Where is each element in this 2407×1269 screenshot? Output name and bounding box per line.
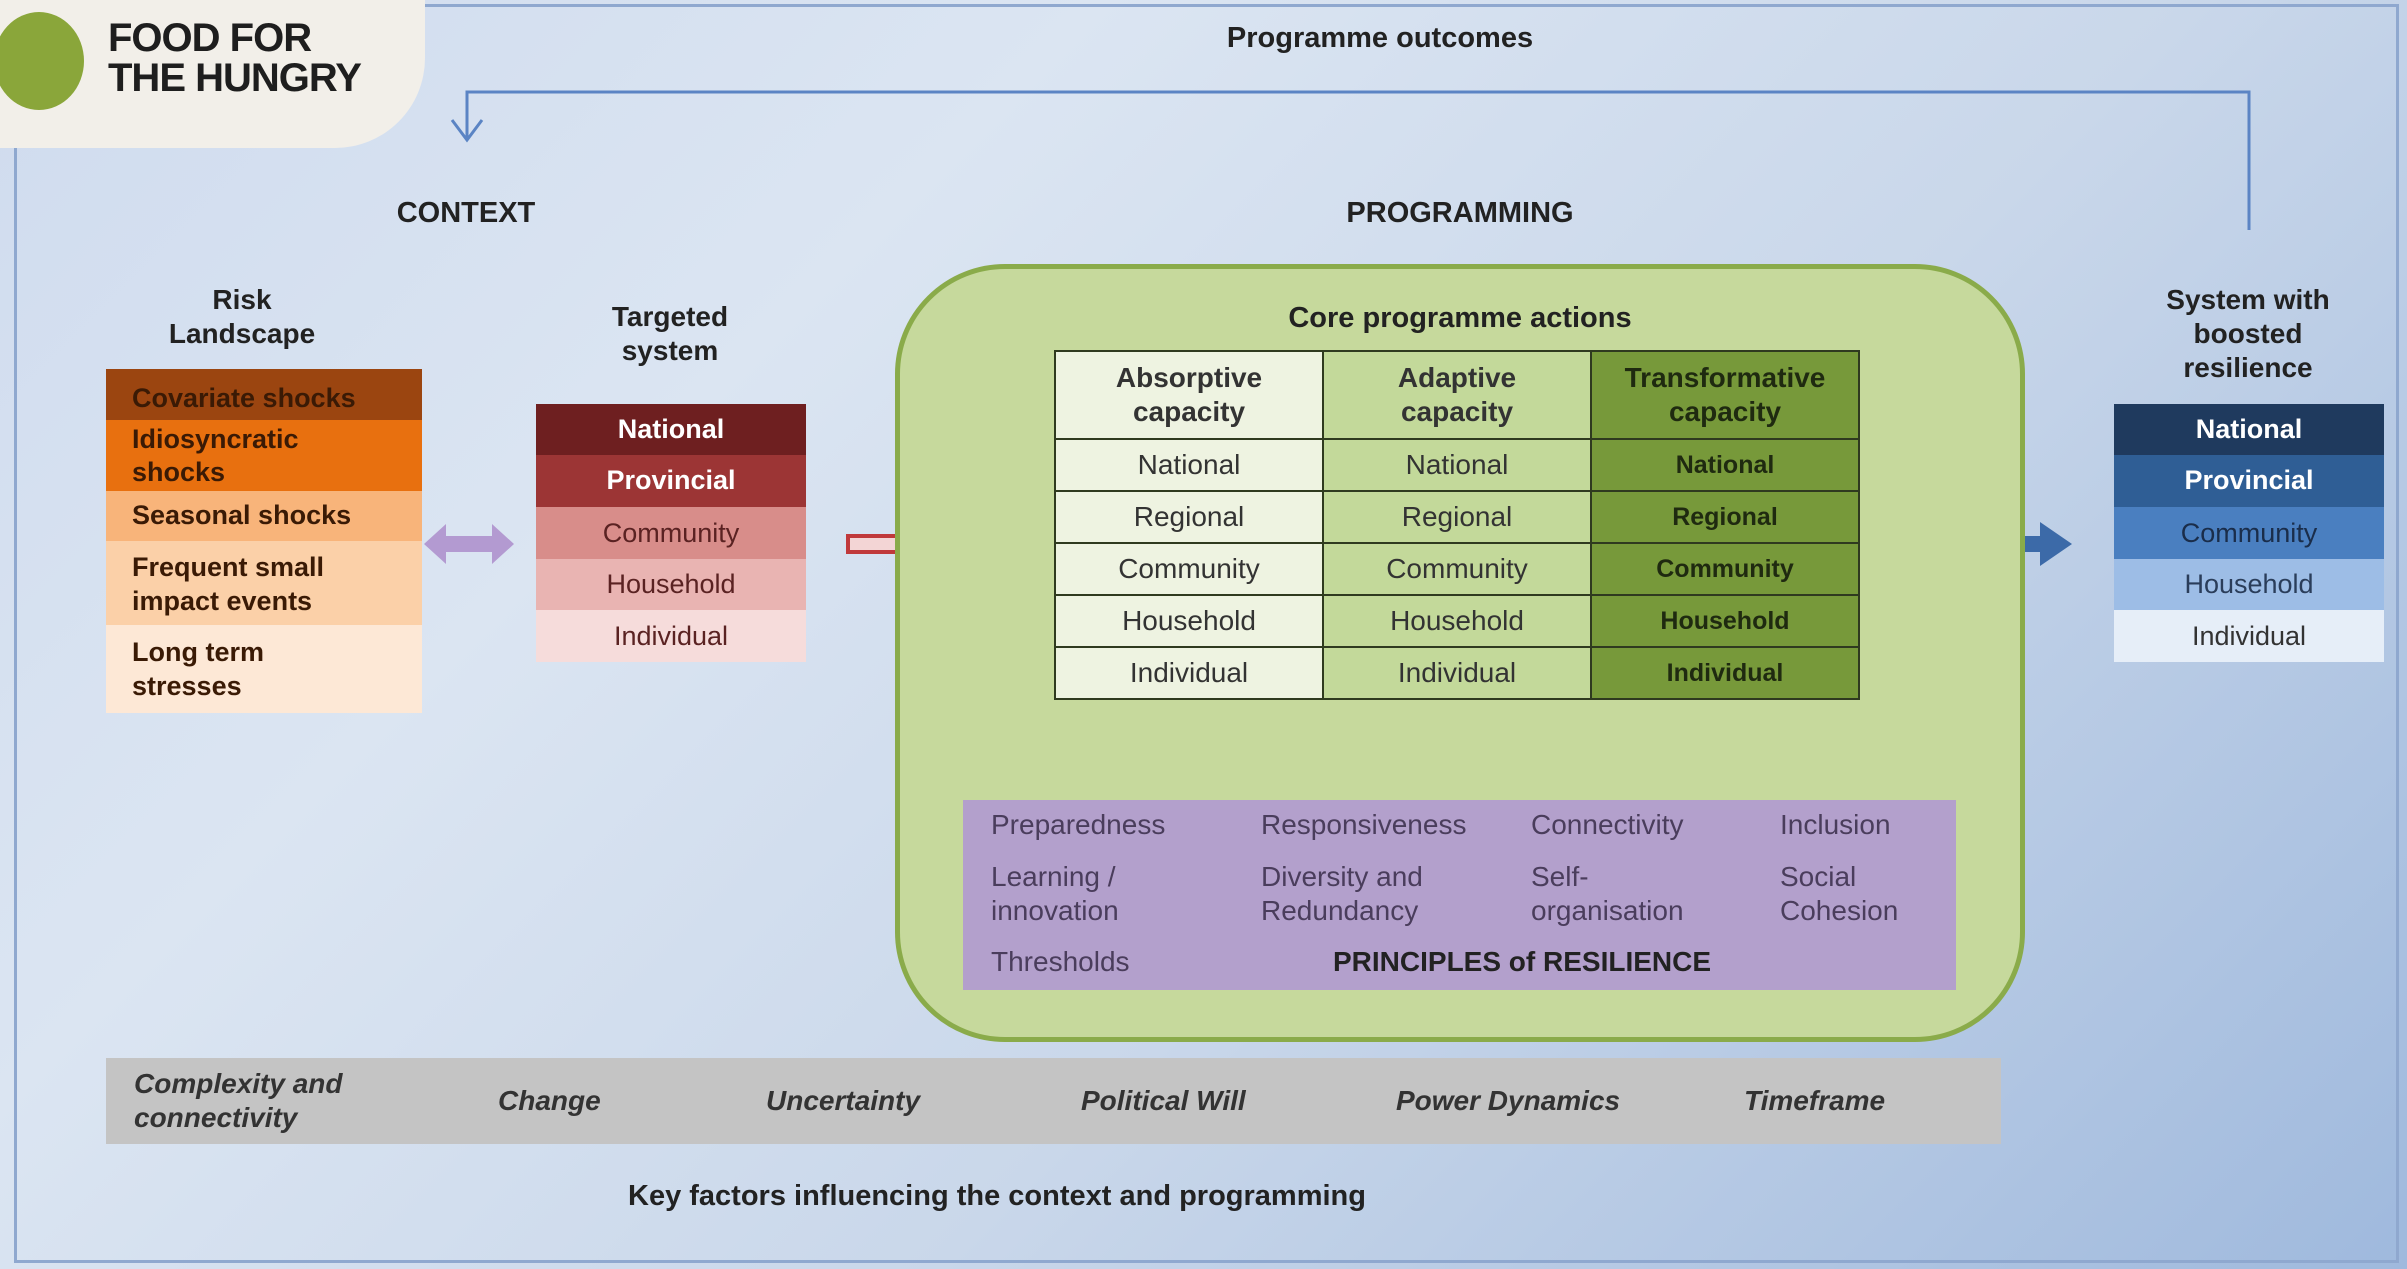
table-cell: National xyxy=(1054,438,1324,492)
context-heading: CONTEXT xyxy=(396,197,536,229)
factor-timeframe: Timeframe xyxy=(1744,1085,1886,1116)
table-cell: Individual xyxy=(1590,646,1860,700)
key-factors-caption: Key factors influencing the context and … xyxy=(628,1180,1366,1212)
table-cell: Community xyxy=(1054,542,1324,596)
principle-responsiveness: Responsiveness xyxy=(1261,809,1467,840)
principle-inclusion: Inclusion xyxy=(1780,809,1891,840)
risk-seasonal-shocks: Seasonal shocks xyxy=(106,491,422,541)
boosted-resilience-title: System with boosted resilience xyxy=(2166,284,2330,383)
targeted-individual: Individual xyxy=(536,610,806,662)
table-cell: Regional xyxy=(1322,490,1592,544)
outcome-provincial: Provincial xyxy=(2114,455,2384,507)
targeted-household: Household xyxy=(536,559,806,610)
programming-heading: PROGRAMMING xyxy=(1346,197,1574,229)
logo-line2: THE HUNGRY xyxy=(108,56,362,100)
table-cell: Community xyxy=(1590,542,1860,596)
feedback-arrowhead xyxy=(450,119,484,143)
table-cell: Regional xyxy=(1590,490,1860,544)
table-cell: National xyxy=(1590,438,1860,492)
table-cell: National xyxy=(1322,438,1592,492)
principle-learning: Learning /innovation xyxy=(991,861,1119,926)
outcome-individual: Individual xyxy=(2114,610,2384,662)
table-row: Individual Individual Individual xyxy=(1054,646,1860,700)
outcome-household: Household xyxy=(2114,559,2384,610)
factor-uncertainty: Uncertainty xyxy=(766,1085,921,1116)
table-row: Regional Regional Regional xyxy=(1054,490,1860,544)
table-cell: Individual xyxy=(1322,646,1592,700)
targeted-national: National xyxy=(536,404,806,455)
principle-self-organisation: Self-organisation xyxy=(1531,861,1684,926)
factor-change: Change xyxy=(498,1085,601,1116)
double-arrow-purple xyxy=(424,524,514,564)
principle-thresholds: Thresholds xyxy=(991,946,1130,977)
logo-line1: FOOD FOR xyxy=(108,16,312,60)
factor-power-dynamics: Power Dynamics xyxy=(1396,1085,1621,1116)
risk-idiosyncratic-shocks: Idiosyncratic shocks xyxy=(106,420,422,491)
outcome-national: National xyxy=(2114,404,2384,455)
table-cell: Regional xyxy=(1054,490,1324,544)
targeted-system-title: Targeted system xyxy=(611,301,729,366)
risk-frequent-small-events: Frequent small impact events xyxy=(106,541,422,625)
table-cell: Individual xyxy=(1054,646,1324,700)
programme-outcomes-label: Programme outcomes xyxy=(1226,22,1534,54)
table-row: Community Community Community xyxy=(1054,542,1860,596)
principles-title: PRINCIPLES of RESILIENCE xyxy=(1333,946,1712,977)
risk-covariate-shocks: Covariate shocks xyxy=(106,369,422,420)
logo-leaf-icon xyxy=(0,12,84,110)
risk-landscape-title: Risk Landscape xyxy=(168,284,316,349)
core-programme-title: Core programme actions xyxy=(1288,302,1632,334)
outcome-community: Community xyxy=(2114,507,2384,559)
factor-political-will: Political Will xyxy=(1081,1085,1246,1116)
feedback-loop-line xyxy=(465,90,2251,230)
logo-text: FOOD FOR THE HUNGRY xyxy=(108,16,362,100)
table-row: Household Household Household xyxy=(1054,594,1860,648)
table-cell: Community xyxy=(1322,542,1592,596)
principle-connectivity: Connectivity xyxy=(1531,809,1684,840)
principles-of-resilience-panel: Preparedness Responsiveness Connectivity… xyxy=(963,800,1956,990)
table-cell: Household xyxy=(1054,594,1324,648)
targeted-community: Community xyxy=(536,507,806,559)
targeted-provincial: Provincial xyxy=(536,455,806,507)
principle-preparedness: Preparedness xyxy=(991,809,1166,840)
risk-long-term-stresses: Long term stresses xyxy=(106,625,422,713)
table-row: National National National xyxy=(1054,438,1860,492)
table-cell: Household xyxy=(1590,594,1860,648)
diagram-frame xyxy=(14,4,2399,1263)
table-cell: Household xyxy=(1322,594,1592,648)
